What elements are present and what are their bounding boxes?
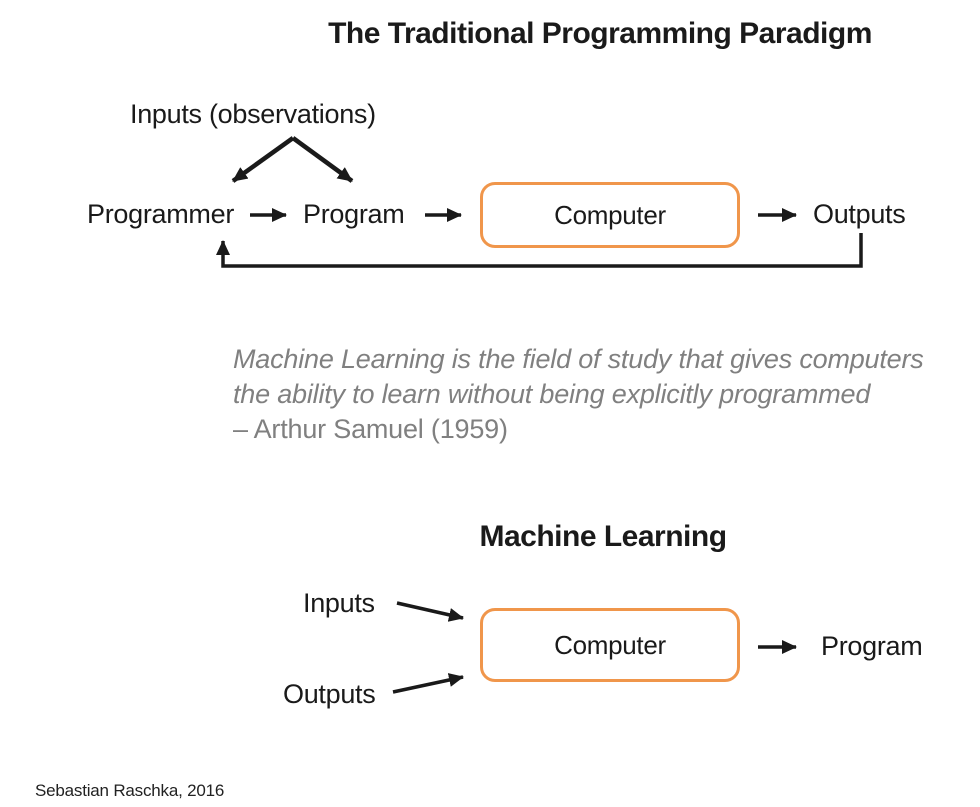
ml-computer-box: Computer xyxy=(480,608,740,682)
traditional-paradigm-title: The Traditional Programming Paradigm xyxy=(328,17,872,50)
machine-learning-heading: Machine Learning xyxy=(479,520,727,553)
quote-line-2: the ability to learn without being expli… xyxy=(233,379,871,409)
arrow-inputs-to-programmer xyxy=(231,136,295,183)
author-credit: Sebastian Raschka, 2016 xyxy=(35,781,225,800)
traditional-outputs-label: Outputs xyxy=(813,199,906,229)
quote-attribution: – Arthur Samuel (1959) xyxy=(233,414,508,444)
traditional-inputs-label: Inputs (observations) xyxy=(130,99,376,129)
traditional-computer-label: Computer xyxy=(554,199,666,230)
ml-program-label: Program xyxy=(821,631,923,661)
arrow-ml-inputs-to-computer xyxy=(396,601,464,622)
samuel-quote: Machine Learning is the field of study t… xyxy=(233,342,924,447)
arrow-inputs-to-program xyxy=(291,136,354,183)
traditional-computer-box: Computer xyxy=(480,182,740,248)
quote-line-1: Machine Learning is the field of study t… xyxy=(233,344,924,374)
ml-inputs-label: Inputs xyxy=(303,588,375,618)
arrow-ml-outputs-to-computer xyxy=(392,673,464,694)
ml-outputs-label: Outputs xyxy=(283,679,376,709)
traditional-program-label: Program xyxy=(303,199,405,229)
ml-computer-label: Computer xyxy=(554,629,666,660)
traditional-programmer-label: Programmer xyxy=(87,199,235,229)
